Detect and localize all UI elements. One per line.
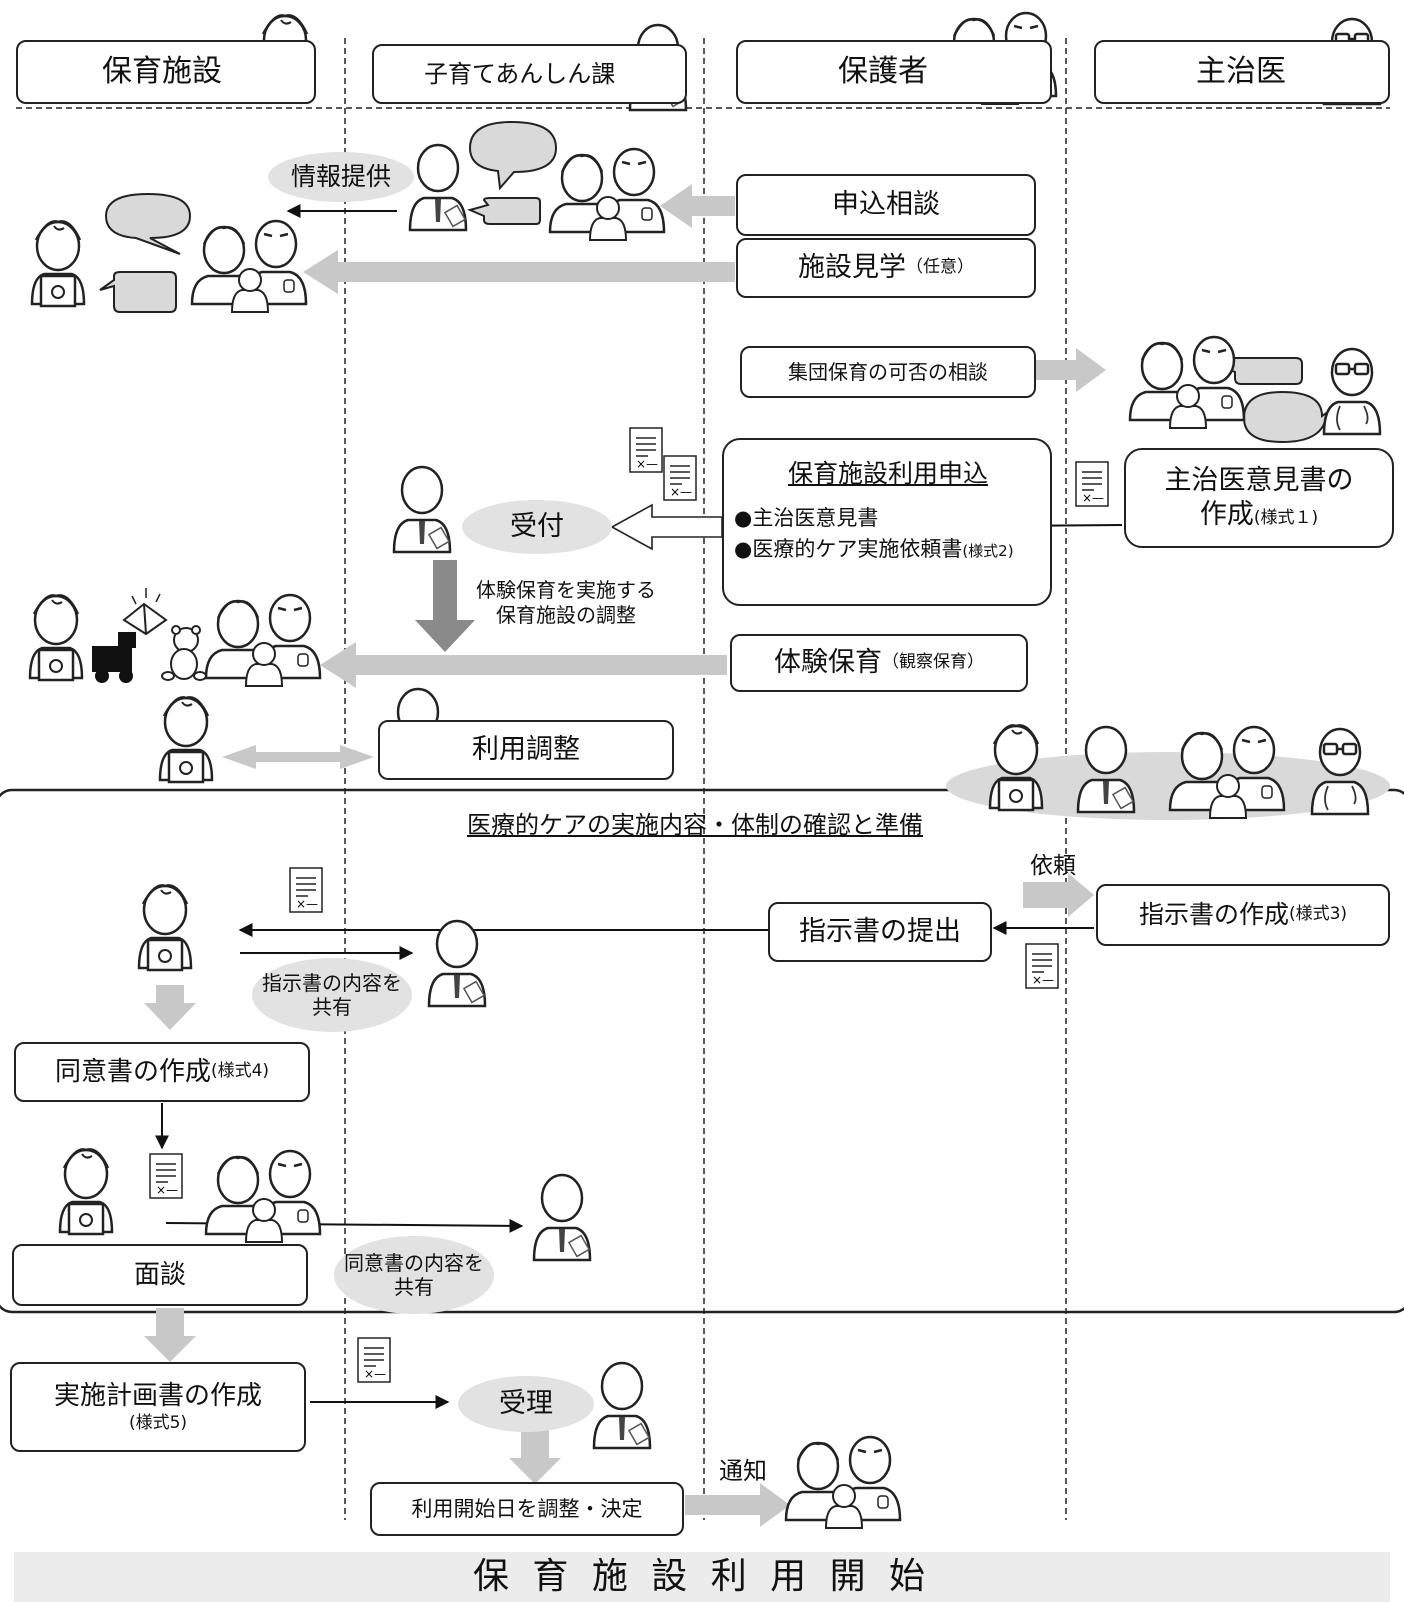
visit-box: 施設見学（任意） [736,238,1036,298]
parents-icon [204,593,322,688]
lane-header-facility: 保育施設 [16,40,316,104]
instruction-create-note: (様式3) [1288,904,1348,925]
instruction-submit-box: 指示書の提出 [768,902,992,962]
caregiver-icon [28,594,84,682]
trial-note: （観察保育） [882,652,984,673]
caregiver-icon [158,696,214,784]
parents-icon [204,1149,322,1244]
consent-create-box: 同意書の作成(様式4) [14,1042,310,1102]
section-title: 医療的ケアの実施内容・体制の確認と準備 [467,811,923,839]
info-provision-pill: 情報提供 [268,152,414,202]
consent-create-label: 同意書の作成 [54,1056,211,1087]
notify-label: 通知 [719,1457,767,1485]
reception-pill: 受付 [462,500,612,554]
adjust-note: 体験保育を実施する保育施設の調整 [456,578,676,628]
interview-box: 面談 [12,1244,308,1306]
plan-create-box: 実施計画書の作成(様式5) [10,1362,306,1452]
share-instruction-line2: 共有 [312,995,352,1019]
visit-label: 施設見学 [798,252,906,284]
share-instruction-pill: 指示書の内容を共有 [252,958,412,1032]
document-icon [357,1337,391,1383]
plan-create-note: (様式5) [128,1412,188,1433]
lane-header-ward: 子育てあんしん課 [372,44,687,104]
doctor-icon [1322,347,1382,436]
lane-header-parent: 保護者 [736,40,1052,104]
final-banner-bg [14,1552,1390,1602]
request-label: 依頼 [1030,853,1076,879]
officer-icon [592,1361,652,1450]
parents-icon [548,147,666,242]
officer-icon [392,465,452,554]
visit-note: （任意） [906,257,974,278]
share-consent-line1: 同意書の内容を [344,1251,484,1275]
caregiver-icon [58,1148,114,1236]
opinion-note: (様式１) [1253,508,1319,528]
apply-title: 保育施設利用申込 [787,459,988,488]
parents-icon [190,219,308,314]
final-banner: 保 育 施 設 利 用 開 始 [472,1556,932,1597]
plan-create-label: 実施計画書の作成 [53,1381,262,1412]
adjust-line2: 保育施設の調整 [496,603,636,627]
lane-header-doctor: 主治医 [1094,40,1390,104]
toy-train-icon [92,632,136,683]
officer-icon [427,919,487,1008]
trial-label: 体験保育 [774,647,882,679]
accept-pill: 受理 [458,1376,594,1432]
document-icon [1025,943,1059,989]
hollow-arrow [610,503,723,551]
teddy-bear-icon [161,625,207,681]
lane-label: 保護者 [838,54,928,90]
group-consult-label: 集団保育の可否の相談 [788,359,988,384]
group-consult-box: 集団保育の可否の相談 [740,346,1036,398]
use-adjust-box: 利用調整 [378,720,674,780]
adjust-line1: 体験保育を実施する [476,578,656,602]
instruction-create-label: 指示書の作成 [1138,900,1289,930]
share-instruction-line1: 指示書の内容を [262,971,402,995]
apply-item-request-label: ●医療的ケア実施依頼書 [734,536,963,561]
caregiver-icon [30,220,86,308]
officer-icon [532,1173,592,1262]
document-icon [1075,461,1109,507]
apply-item-request: ●医療的ケア実施依頼書(様式2) [734,536,1014,562]
parents-icon [784,1435,902,1530]
gray-arrows [144,184,1106,1527]
opinion-line2: 作成 [1199,499,1254,530]
share-consent-line2: 共有 [394,1275,434,1299]
dark-down-arrow [415,560,475,652]
document-icon [289,867,323,913]
document-icon [149,1153,183,1199]
parents-icon [1128,335,1246,430]
trial-box: 体験保育（観察保育） [730,634,1028,692]
consult-label: 申込相談 [832,189,940,221]
book-icon [122,588,168,636]
start-date-box: 利用開始日を調整・決定 [370,1482,684,1536]
opinion-line1: 主治医意見書の [1164,465,1354,497]
lane-label: 子育てあんしん課 [424,60,616,88]
apply-box: 保育施設利用申込 ●主治医意見書 ●医療的ケア実施依頼書(様式2) [722,438,1052,606]
lane-label: 主治医 [1196,54,1286,90]
document-icon [629,427,663,473]
start-date-label: 利用開始日を調整・決定 [411,1496,643,1521]
consent-create-note: (様式4) [210,1061,270,1082]
lane-label: 保育施設 [102,54,222,90]
officer-icon [408,143,468,232]
instruction-submit-label: 指示書の提出 [799,916,961,948]
consult-box: 申込相談 [736,174,1036,236]
use-adjust-label: 利用調整 [472,734,580,766]
apply-item-opinion: ●主治医意見書 [734,506,879,531]
apply-item-request-note: (様式2) [962,541,1014,560]
instruction-create-box: 指示書の作成(様式3) [1096,884,1390,946]
section-frame [0,788,1404,1314]
opinion-box: 主治医意見書の 作成(様式１) [1124,448,1394,548]
interview-label: 面談 [133,1259,186,1290]
caregiver-icon [137,884,193,972]
share-consent-pill: 同意書の内容を共有 [334,1236,494,1314]
document-icon [663,455,697,501]
